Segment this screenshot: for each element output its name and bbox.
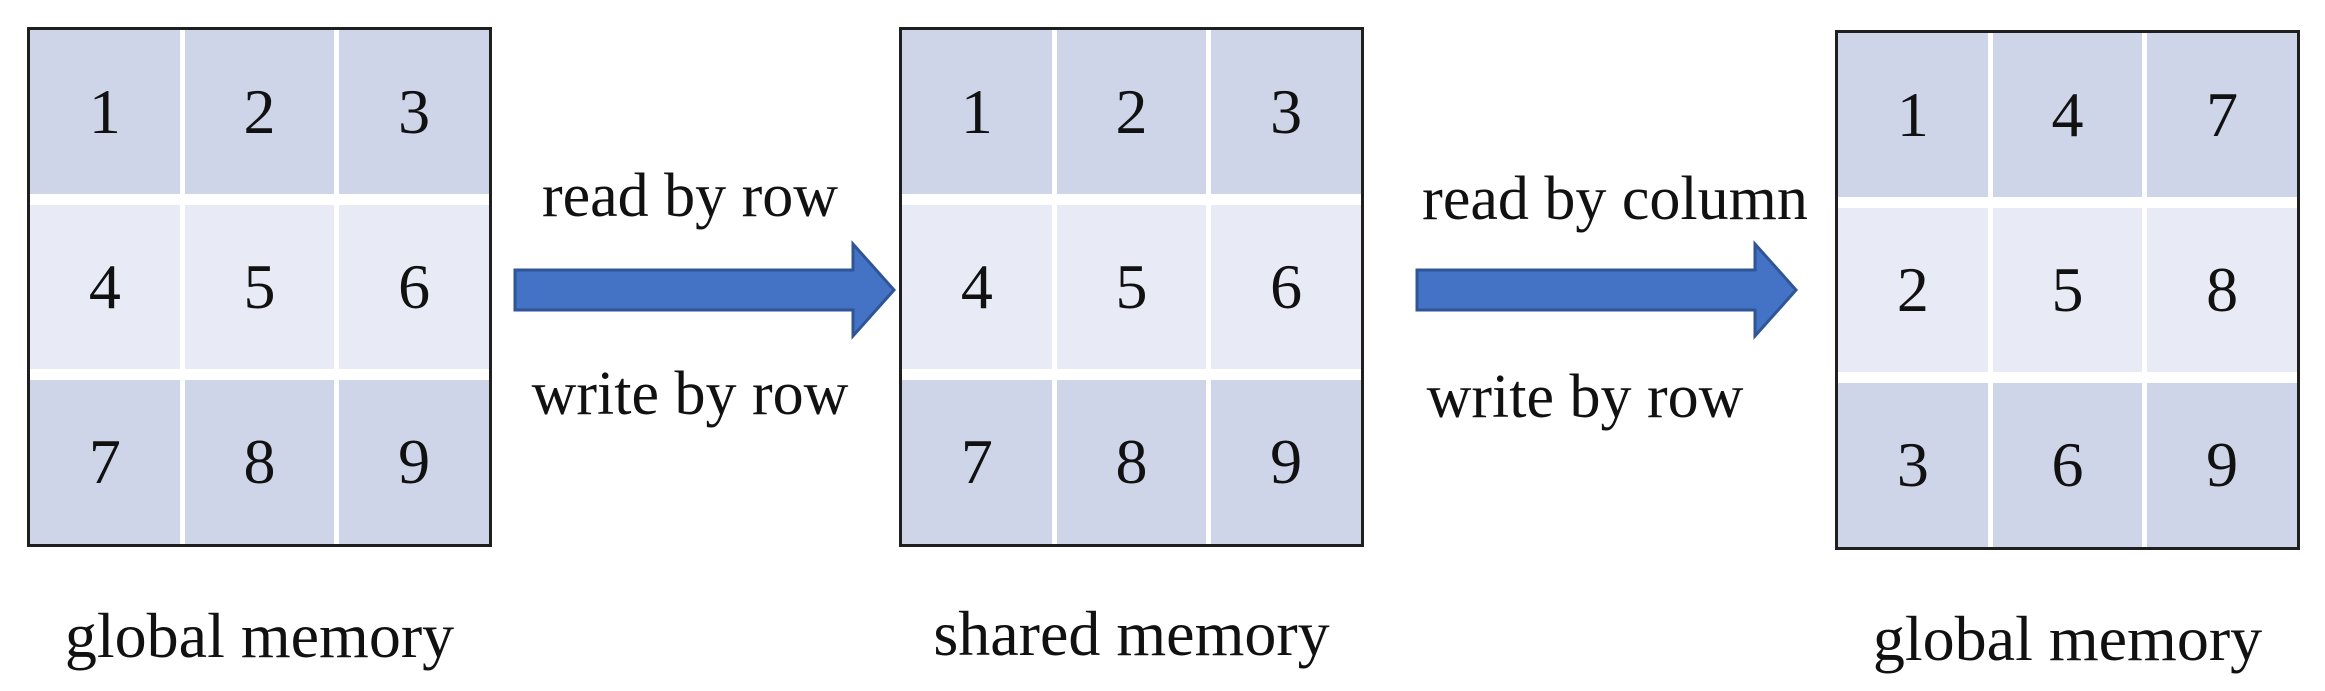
matrix-cell: 9 — [339, 380, 489, 544]
write-by-row-label: write by row — [531, 360, 849, 428]
matrix-row: 7 8 9 — [902, 380, 1361, 544]
shared-memory-matrix: 1 2 3 4 5 6 7 8 9 — [899, 27, 1364, 547]
matrix-cell: 7 — [902, 380, 1052, 544]
matrix-row: 1 2 3 — [30, 30, 489, 194]
matrix-cell: 8 — [1056, 380, 1207, 544]
matrix-cell: 4 — [1992, 33, 2143, 197]
arrow-shape — [513, 240, 897, 340]
matrix-cell: 4 — [30, 205, 180, 369]
source-global-memory-caption: global memory — [64, 600, 455, 671]
matrix-row: 7 8 9 — [30, 380, 489, 544]
matrix-cell: 2 — [184, 30, 335, 194]
matrix-cell: 8 — [2147, 208, 2297, 372]
matrix-cell: 5 — [184, 205, 335, 369]
arrow-shape — [1415, 240, 1799, 340]
matrix-cell: 6 — [339, 205, 489, 369]
matrix-row: 2 5 8 — [1838, 208, 2297, 372]
matrix-cell: 4 — [902, 205, 1052, 369]
read-by-row-label: read by row — [541, 162, 839, 230]
matrix-cell: 3 — [1838, 383, 1988, 547]
matrix-cell: 9 — [1211, 380, 1361, 544]
matrix-row: 3 6 9 — [1838, 383, 2297, 547]
read-by-column-label: read by column — [1422, 165, 1808, 233]
write-by-row-label: write by row — [1426, 363, 1744, 431]
matrix-cell: 6 — [1992, 383, 2143, 547]
source-global-memory-matrix: 1 2 3 4 5 6 7 8 9 — [27, 27, 492, 547]
matrix-cell: 9 — [2147, 383, 2297, 547]
matrix-cell: 5 — [1056, 205, 1207, 369]
matrix-cell: 3 — [339, 30, 489, 194]
matrix-cell: 2 — [1838, 208, 1988, 372]
destination-global-memory-matrix: 1 4 7 2 5 8 3 6 9 — [1835, 30, 2300, 550]
matrix-cell: 5 — [1992, 208, 2143, 372]
matrix-cell: 3 — [1211, 30, 1361, 194]
right-arrow-icon — [513, 240, 897, 340]
matrix-cell: 7 — [30, 380, 180, 544]
matrix-row: 1 4 7 — [1838, 33, 2297, 197]
matrix-row: 4 5 6 — [902, 205, 1361, 369]
matrix-row: 4 5 6 — [30, 205, 489, 369]
matrix-cell: 8 — [184, 380, 335, 544]
right-arrow-icon — [1415, 240, 1799, 340]
matrix-cell: 1 — [902, 30, 1052, 194]
matrix-cell: 6 — [1211, 205, 1361, 369]
matrix-cell: 7 — [2147, 33, 2297, 197]
matrix-row: 1 2 3 — [902, 30, 1361, 194]
destination-global-memory-caption: global memory — [1872, 603, 2263, 674]
matrix-cell: 1 — [30, 30, 180, 194]
shared-memory-caption: shared memory — [933, 598, 1330, 669]
matrix-cell: 2 — [1056, 30, 1207, 194]
matrix-cell: 1 — [1838, 33, 1988, 197]
